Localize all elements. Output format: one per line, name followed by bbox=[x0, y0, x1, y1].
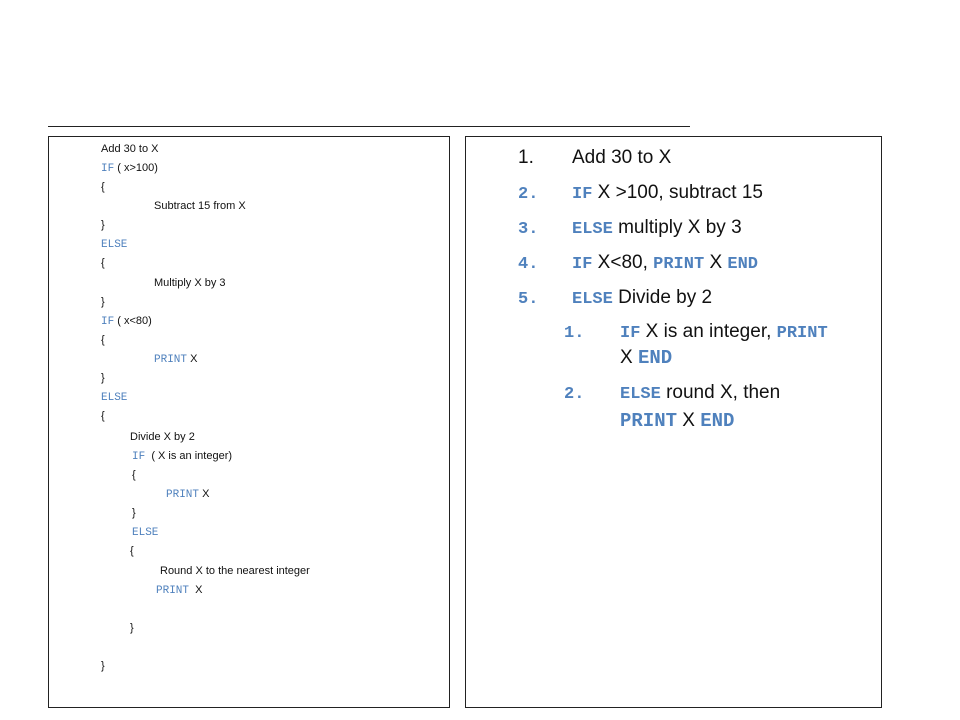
sub-list-item: 2.ELSE round X, then bbox=[564, 382, 781, 404]
code-line: } bbox=[101, 660, 105, 672]
title-underline bbox=[48, 126, 690, 127]
code-line: Subtract 15 from X bbox=[154, 200, 246, 212]
code-line: IF ( X is an integer) bbox=[132, 450, 233, 463]
code-line: { bbox=[101, 257, 105, 269]
sub-list-item-continuation: PRINT X END bbox=[620, 410, 735, 432]
code-line: ELSE bbox=[101, 239, 128, 251]
code-line: Round X to the nearest integer bbox=[160, 565, 310, 577]
sub-list-item-continuation: X END bbox=[620, 347, 673, 369]
algorithm-panel: 1.Add 30 to X 2.IF X >100, subtract 15 3… bbox=[465, 136, 882, 708]
code-line: Add 30 to X bbox=[101, 143, 159, 155]
list-item: 2.IF X >100, subtract 15 bbox=[518, 182, 763, 204]
code-line: } bbox=[101, 219, 105, 231]
code-line: { bbox=[101, 334, 105, 346]
list-item: 5.ELSE Divide by 2 bbox=[518, 287, 713, 309]
code-panel: Add 30 to X IF ( x>100) { Subtract 15 fr… bbox=[48, 136, 450, 708]
sub-list-item: 1.IF X is an integer, PRINT bbox=[564, 321, 828, 343]
code-line: IF ( x>100) bbox=[101, 162, 158, 175]
list-item: 1.Add 30 to X bbox=[518, 147, 672, 168]
code-line: { bbox=[101, 410, 105, 422]
code-line: { bbox=[132, 469, 136, 481]
code-line: } bbox=[101, 296, 105, 308]
code-line: PRINT X bbox=[154, 353, 198, 366]
code-line: ELSE bbox=[132, 527, 159, 539]
code-line: { bbox=[101, 181, 105, 193]
list-item: 3.ELSE multiply X by 3 bbox=[518, 217, 742, 239]
code-line: ELSE bbox=[101, 392, 128, 404]
list-item: 4.IF X<80, PRINT X END bbox=[518, 252, 759, 274]
code-line: PRINT X bbox=[156, 584, 203, 597]
code-line: IF ( x<80) bbox=[101, 315, 152, 328]
code-line: { bbox=[130, 545, 134, 557]
code-line: Multiply X by 3 bbox=[154, 277, 226, 289]
code-line: } bbox=[101, 372, 105, 384]
code-line: } bbox=[132, 507, 136, 519]
code-line: PRINT X bbox=[166, 488, 210, 501]
code-line: Divide X by 2 bbox=[130, 431, 195, 443]
code-line: } bbox=[130, 622, 134, 634]
